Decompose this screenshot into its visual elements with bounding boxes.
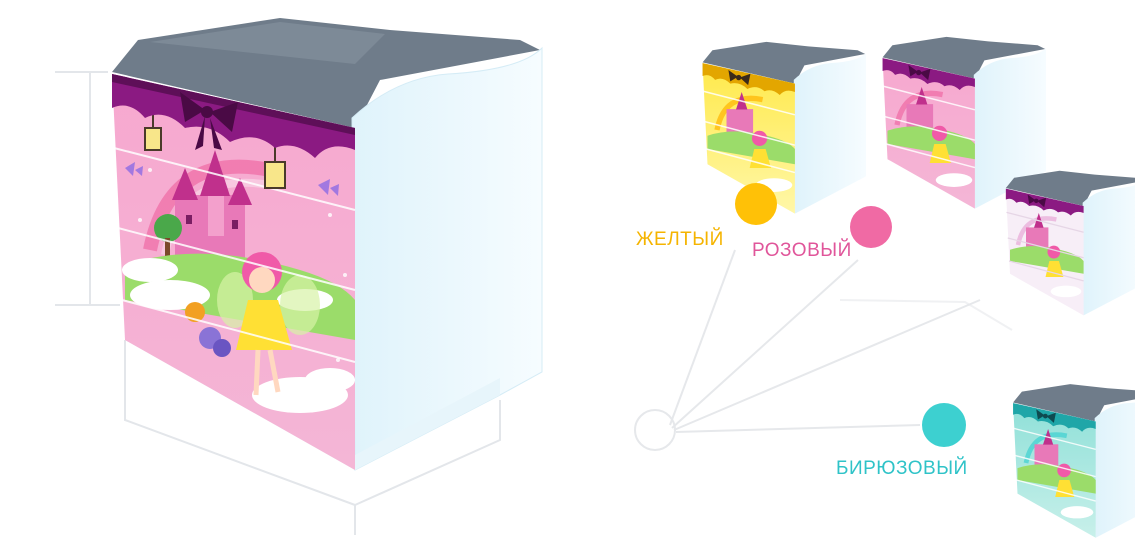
connector-lines xyxy=(634,249,1013,451)
swatch-pink[interactable] xyxy=(850,206,892,248)
dimension-guides xyxy=(55,71,501,535)
fairy-illustration xyxy=(217,252,320,396)
label-yellow: ЖЕЛТЫЙ xyxy=(636,229,724,250)
dresser-side-panel xyxy=(351,46,543,471)
dresser-variant-turquoise[interactable] xyxy=(1013,384,1135,538)
bow-decoration xyxy=(180,92,238,150)
label-turquoise: БИРЮЗОВЫЙ xyxy=(836,458,968,479)
dresser-variant-yellow[interactable] xyxy=(702,41,866,214)
dresser-variant-pink[interactable] xyxy=(882,36,1046,209)
swatch-turquoise[interactable] xyxy=(922,403,966,447)
swatch-yellow[interactable] xyxy=(735,183,777,225)
drawer-lines xyxy=(113,147,356,363)
label-pink: РОЗОВЫЙ xyxy=(752,240,852,261)
butterfly-decoration xyxy=(125,162,339,196)
dresser-variant-lilac[interactable] xyxy=(1005,170,1135,316)
lantern-icon xyxy=(144,112,286,189)
main-dresser xyxy=(55,18,543,535)
